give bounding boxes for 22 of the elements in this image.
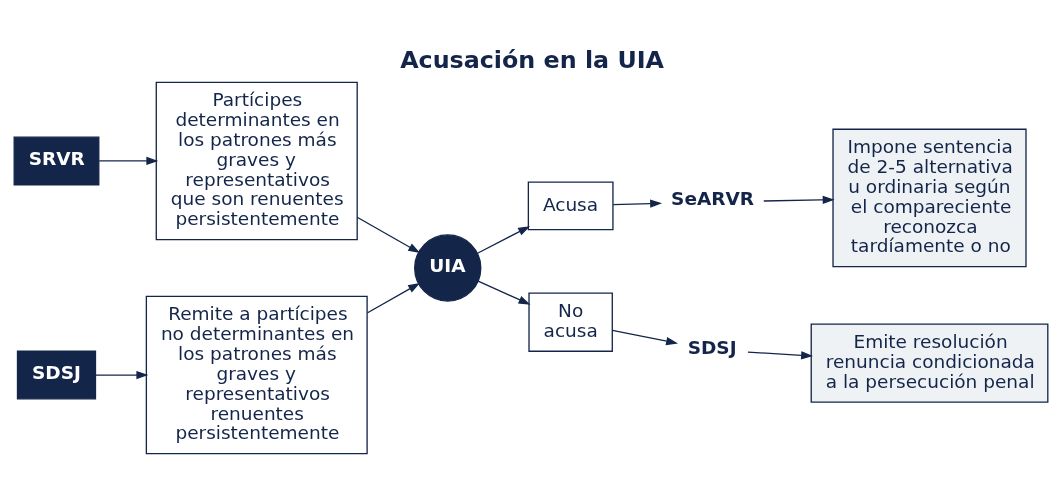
node-box: Partícipes determinantes en los patrones más graves y representativos que son renuentes persistentemente (155, 81, 358, 241)
arrow (612, 199, 663, 208)
arrow (476, 226, 531, 254)
node-circle: UIA (414, 234, 482, 302)
node-text: SDSJ (687, 336, 737, 358)
node-box: Remite a partícipes no determinantes en los patrones más graves y representativos renuentes persistentemente (145, 295, 368, 455)
arrow (747, 351, 813, 360)
node-box: No acusa (528, 292, 613, 352)
node-box: Emite resolución renuncia condicionada a la persecución penal (810, 323, 1049, 403)
node-box: SRVR (13, 136, 100, 186)
node-box: Impone sentencia de 2-5 alternativa u ordinaria según el compareciente reconozca tardíamente o no (832, 128, 1027, 268)
arrow (98, 156, 159, 166)
arrow (366, 282, 421, 314)
arrow (611, 329, 679, 346)
node-box: SDSJ (16, 350, 97, 400)
node-box: Acusa (527, 181, 614, 231)
diagram-title: Acusación en la UIA (400, 46, 664, 75)
arrow (95, 370, 149, 380)
node-text: SeARVR (671, 188, 755, 210)
arrow (356, 216, 421, 254)
arrow (763, 195, 835, 205)
arrow (477, 280, 531, 305)
